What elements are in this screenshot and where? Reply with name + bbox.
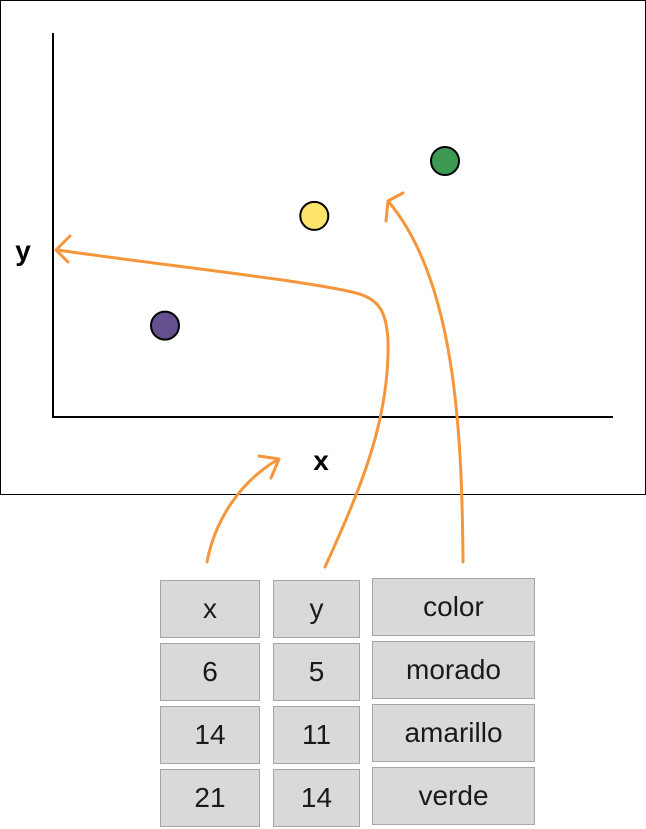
table-cell-color-1: morado [372, 641, 535, 699]
point-amarillo [299, 200, 330, 231]
table-header-y: y [273, 580, 360, 638]
table-cell-x-1: 6 [160, 643, 260, 701]
x-axis-title: x [313, 445, 329, 476]
point-verde [430, 146, 460, 176]
arrow-x-to-x-axis [205, 458, 279, 564]
arrow-color-to-points [386, 199, 465, 564]
y-axis-title: y [15, 235, 31, 266]
table-cell-color-3: verde [372, 767, 535, 825]
table-header-x: x [160, 580, 260, 638]
arrow-y-head [54, 234, 72, 264]
table-cell-y-3: 14 [273, 769, 360, 827]
scatter-points [150, 146, 460, 341]
arrow-color-head [384, 191, 405, 223]
table-header-color: color [372, 578, 535, 636]
plot-frame [0, 0, 646, 495]
arrow-x-head [257, 454, 281, 480]
table-cell-y-1: 5 [273, 643, 360, 701]
arrow-y-to-y-axis [55, 248, 390, 569]
point-morado [150, 310, 180, 341]
table-cell-x-2: 14 [160, 706, 260, 764]
table-cell-x-3: 21 [160, 769, 260, 827]
table-cell-y-2: 11 [273, 706, 360, 764]
table-cell-color-2: amarillo [372, 704, 535, 762]
